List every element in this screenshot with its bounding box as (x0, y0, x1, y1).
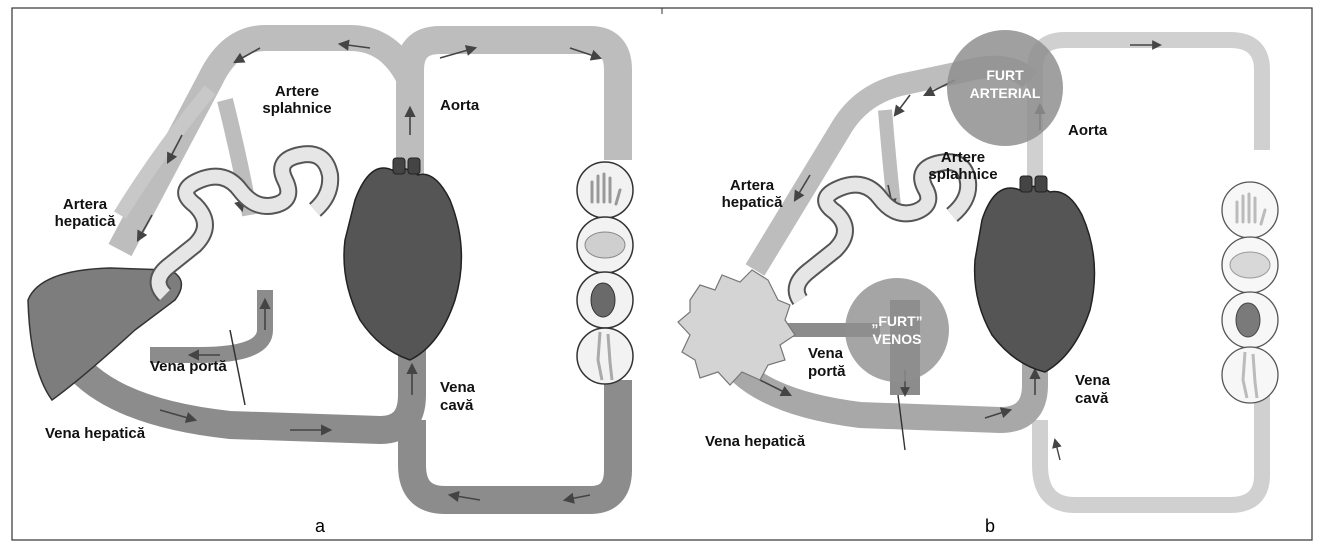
heart-vessel-stub (393, 158, 405, 174)
vena-cava-vessel (1040, 390, 1262, 505)
label-vena-cava-line2: cavă (1075, 390, 1109, 407)
label-artera-hepatica-line2: hepatică (55, 213, 117, 230)
organ-circles (1222, 182, 1278, 403)
label-artere-splahnice-line1: Artere (275, 83, 319, 100)
leg-icon (577, 328, 633, 384)
caption-b: b (985, 516, 995, 536)
panel-b: FURT ARTERIAL Aorta Artere splahnice Art… (678, 30, 1278, 536)
venous-steal-region (845, 278, 949, 382)
label-aorta: Aorta (440, 97, 480, 114)
label-furt-venos-line2: VENOS (872, 331, 921, 347)
label-artere-splahnice-line2: splahnice (928, 166, 997, 183)
label-artera-hepatica-line1: Artera (63, 196, 108, 213)
label-vena-cava-line1: Vena (440, 379, 476, 396)
caption-a: a (315, 516, 326, 536)
leg-icon (1222, 347, 1278, 403)
heart-vessel-stub (1035, 176, 1047, 192)
label-vena-cava-line1: Vena (1075, 372, 1111, 389)
label-vena-porta-line1: Vena (808, 345, 844, 362)
label-artera-hepatica-line1: Artera (730, 177, 775, 194)
label-artere-splahnice-line1: Artere (941, 149, 985, 166)
label-vena-porta-line2: portă (808, 363, 846, 380)
heart-vessel-stub (408, 158, 420, 174)
organ-circles (577, 162, 633, 384)
label-artera-hepatica-line2: hepatică (722, 194, 784, 211)
label-vena-hepatica: Vena hepatică (45, 425, 146, 442)
portal-vein-pointer (230, 330, 245, 405)
heart-vessel-stub (1020, 176, 1032, 192)
panel-a: Artere splahnice Aorta Artera hepatică V… (28, 38, 633, 536)
label-furt-venos-line1: „FURT” (871, 313, 922, 329)
cirrhotic-liver (678, 270, 795, 385)
label-furt-arterial-line2: ARTERIAL (970, 85, 1041, 101)
label-artere-splahnice-line2: splahnice (262, 100, 331, 117)
label-vena-cava-line2: cavă (440, 397, 474, 414)
heart (975, 186, 1095, 372)
label-furt-arterial-line1: FURT (986, 67, 1024, 83)
heart (344, 168, 461, 360)
label-vena-porta: Vena portă (150, 358, 227, 375)
label-aorta: Aorta (1068, 122, 1108, 139)
label-vena-hepatica: Vena hepatică (705, 433, 806, 450)
